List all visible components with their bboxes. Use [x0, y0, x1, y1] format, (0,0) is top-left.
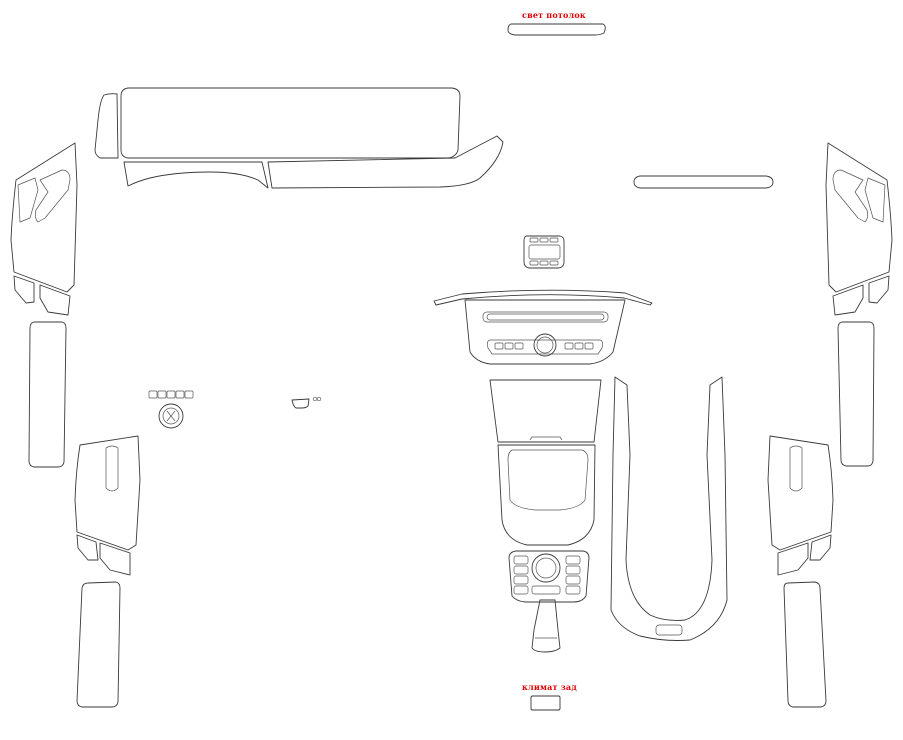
- pillar-strip-left-lower: [76, 581, 121, 708]
- door-panel-front-left: [10, 142, 78, 316]
- center-console-tray: [497, 444, 596, 546]
- label-rear-climate: климат зад: [522, 682, 577, 692]
- switch-panel-left: [148, 390, 194, 429]
- door-panel-rear-right: [767, 435, 834, 576]
- dash-trim-lower-right: [267, 135, 504, 189]
- door-panel-rear-left: [74, 435, 141, 576]
- dash-center-top-trim: [433, 289, 653, 306]
- center-stack: [464, 299, 626, 365]
- center-console-upper: [489, 379, 602, 443]
- side-strip-right: [633, 175, 774, 189]
- dash-panel-upper: [94, 87, 461, 159]
- door-panel-front-right: [825, 142, 893, 316]
- pillar-strip-right-lower: [783, 581, 827, 708]
- label-ceiling-light: свет потолок: [522, 10, 586, 20]
- ceiling-light-strip: [507, 23, 606, 36]
- small-switch-trim: [291, 396, 322, 409]
- pillar-strip-right-upper: [837, 321, 875, 467]
- gear-selector-panel: [508, 550, 590, 603]
- pillar-strip-left-upper: [28, 321, 67, 468]
- rear-climate-trim: [530, 695, 561, 711]
- overhead-console: [523, 235, 565, 269]
- console-side-frame: [610, 376, 728, 641]
- gear-lever-trim: [531, 599, 561, 653]
- dash-trim-lower-left: [123, 161, 269, 189]
